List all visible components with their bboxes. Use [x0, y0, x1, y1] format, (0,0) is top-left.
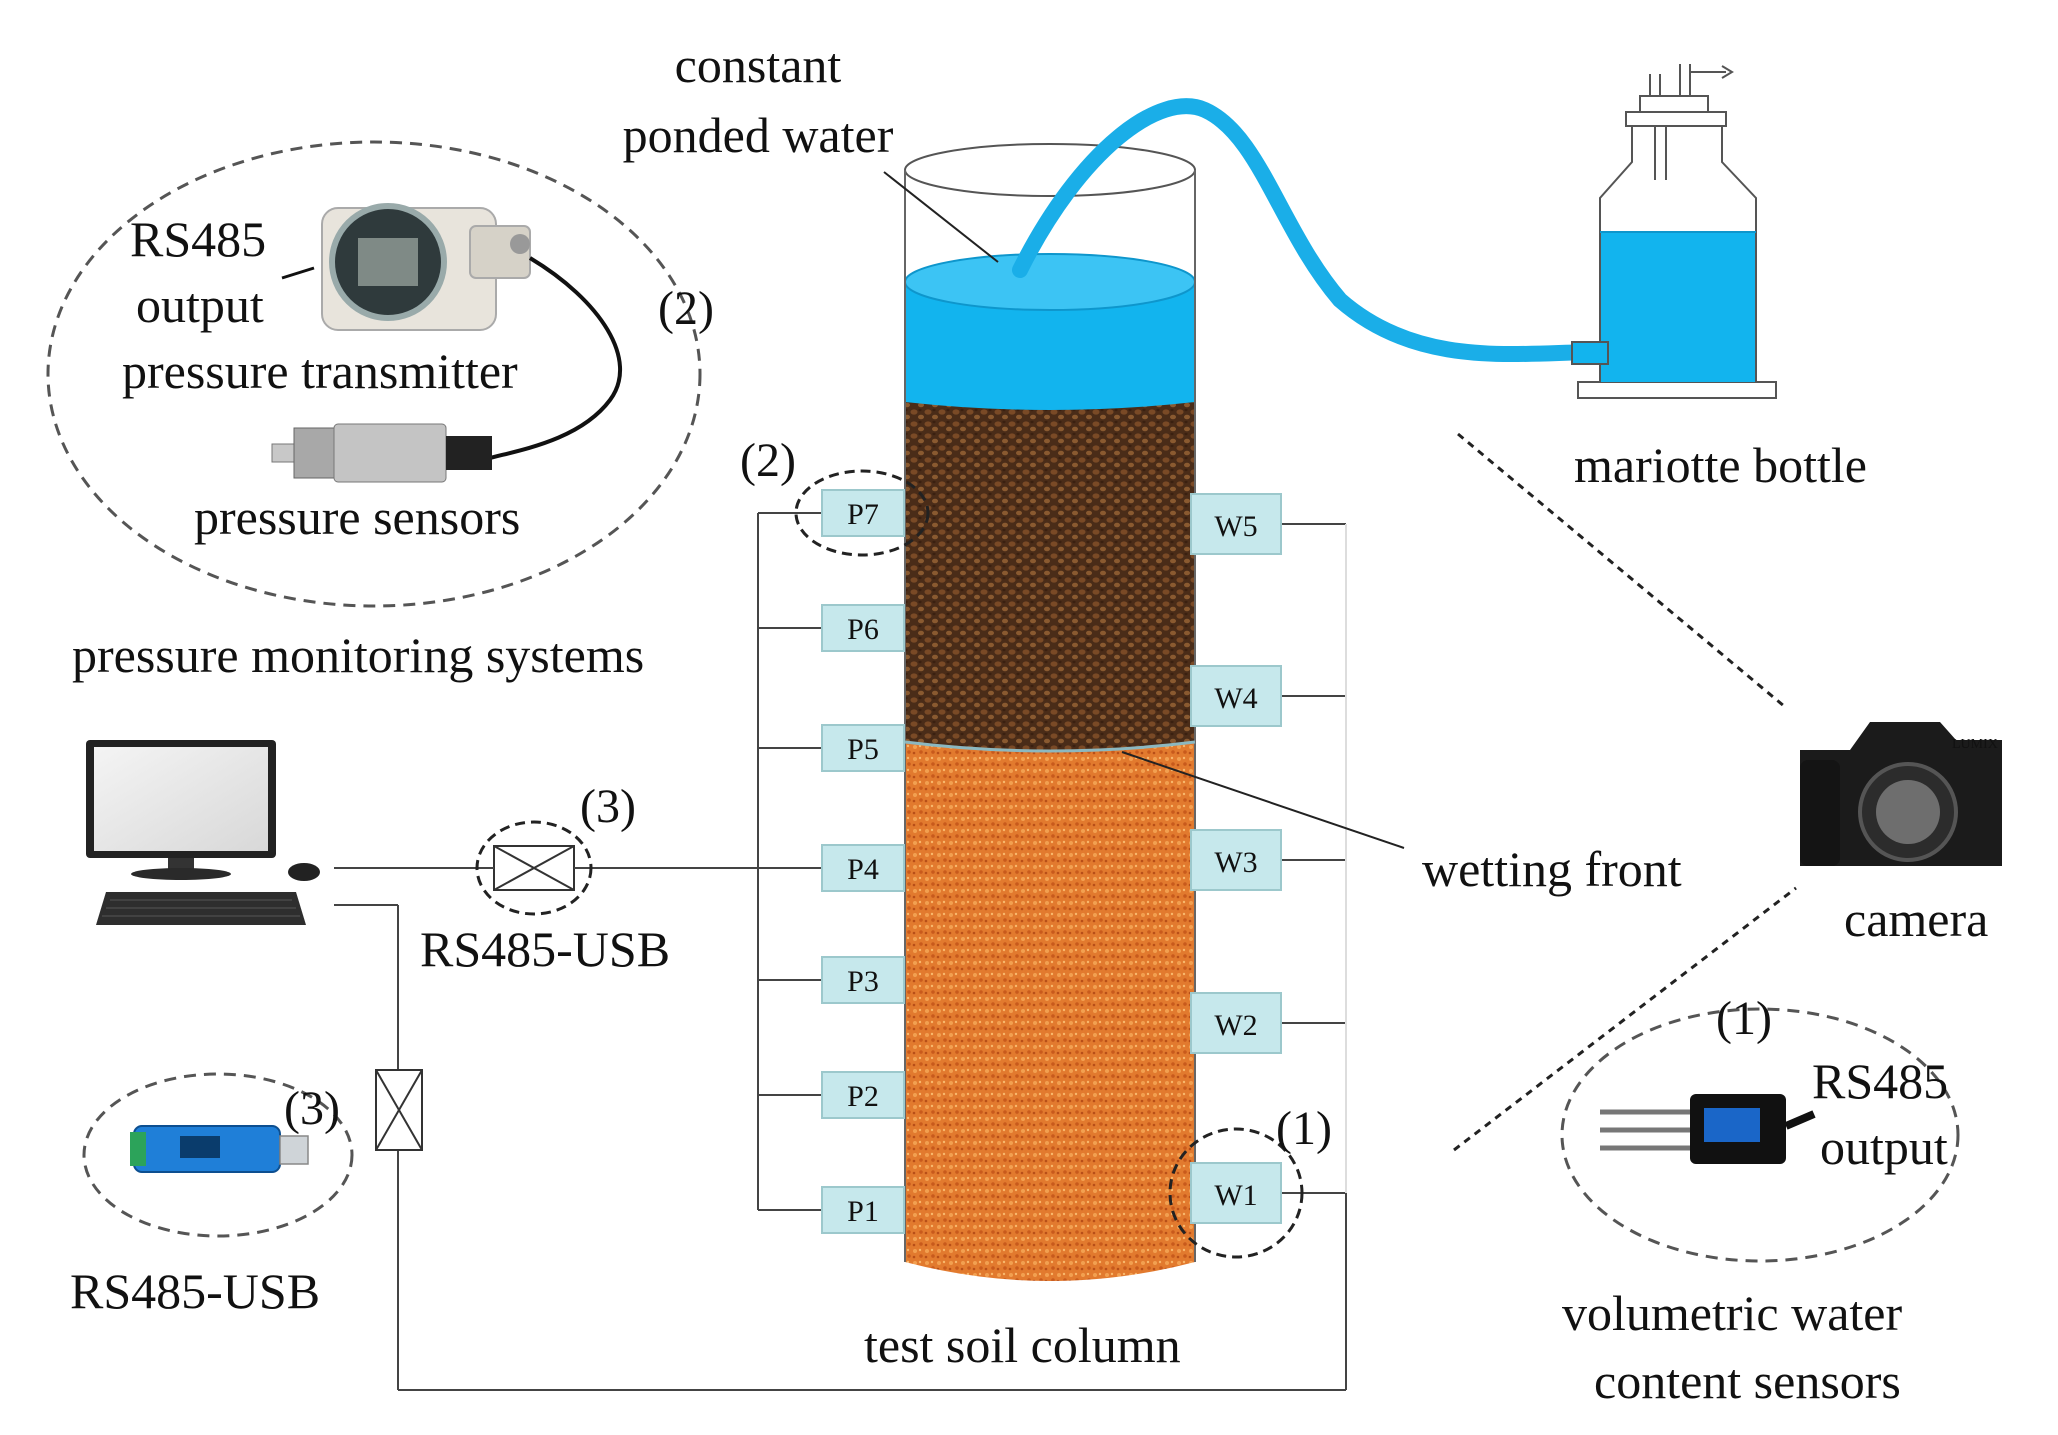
port-label-p7: P7	[847, 498, 879, 531]
p7-dashed-ring	[794, 469, 930, 557]
pressure-group-marker: (2)	[658, 282, 714, 335]
port-label-p1: P1	[847, 1195, 879, 1228]
pressure-sensor	[271, 423, 492, 483]
mariotte-label: mariotte bottle	[1574, 437, 1867, 493]
camera-label: camera	[1844, 891, 1988, 947]
rs485-usb-mid-label: RS485-USB	[420, 921, 670, 977]
rs485-top-line1: RS485	[130, 211, 266, 267]
pressure-port: P1	[821, 1186, 905, 1234]
pressure-bus	[590, 512, 822, 1211]
rs485-usb-left-label: RS485-USB	[70, 1263, 320, 1319]
w1-dashed-ring	[1168, 1127, 1304, 1259]
camera-brand: LUMIX	[1952, 737, 1998, 752]
port-label-w2: W2	[1214, 1009, 1257, 1042]
wetting-front-leader	[1121, 751, 1405, 849]
port-label-w1: W1	[1214, 1179, 1257, 1212]
vwc-label-line1: volumetric water	[1562, 1285, 1902, 1341]
pressure-port: P6	[821, 604, 905, 652]
pressure-port: P3	[821, 956, 905, 1004]
pressure-monitoring-label: pressure monitoring systems	[72, 627, 644, 683]
rs485-right-line2: output	[1820, 1119, 1948, 1175]
vwc-group-marker: (1)	[1716, 992, 1772, 1045]
pressure-port: P5	[821, 724, 905, 772]
port-label-w4: W4	[1214, 682, 1257, 715]
pressure-port: P7	[821, 489, 905, 537]
usb-mid-marker: (3)	[580, 780, 636, 833]
column-rim	[904, 143, 1196, 197]
wetting-front-label: wetting front	[1422, 841, 1682, 897]
moisture-port: W5	[1190, 493, 1282, 555]
dry-soil-layer	[905, 742, 1195, 1281]
moisture-port: W2	[1190, 992, 1282, 1054]
vwc-label-line2: content sensors	[1594, 1353, 1901, 1409]
port-label-p6: P6	[847, 613, 879, 646]
port-label-p3: P3	[847, 965, 879, 998]
port-label-p2: P2	[847, 1080, 879, 1113]
vwc-sensor	[1600, 1094, 1816, 1164]
p7-marker: (2)	[740, 434, 796, 487]
moisture-port: W4	[1190, 665, 1282, 727]
mariotte-bottle	[1571, 64, 1777, 399]
wet-soil-layer	[905, 402, 1195, 751]
constant-label-line2: ponded water	[623, 107, 894, 163]
rs485-right-line1: RS485	[1812, 1053, 1948, 1109]
usb-mid-dashed-ring	[475, 820, 593, 916]
computer	[86, 740, 320, 925]
camera: LUMIX	[1800, 722, 2002, 866]
moisture-port: W1	[1190, 1162, 1282, 1224]
camera-guide-top	[1457, 432, 1785, 708]
pressure-sensors-label: pressure sensors	[194, 489, 520, 545]
test-column-label: test soil column	[864, 1317, 1181, 1373]
soil-column	[904, 143, 1196, 1281]
usb-dongle	[130, 1125, 309, 1173]
port-label-w5: W5	[1214, 510, 1257, 543]
vwc-group-ring	[1560, 1007, 1960, 1263]
pressure-port: P2	[821, 1071, 905, 1119]
usb-left-marker: (3)	[284, 1082, 340, 1135]
port-label-p4: P4	[847, 853, 879, 886]
port-label-p5: P5	[847, 733, 879, 766]
rs485-top-line2: output	[136, 277, 264, 333]
moisture-port: W3	[1190, 829, 1282, 891]
pressure-port: P4	[821, 844, 905, 892]
transmitter-cable	[489, 256, 622, 460]
pressure-group-ring	[46, 140, 702, 608]
constant-label-line1: constant	[675, 37, 842, 93]
ponded-leader	[883, 171, 999, 263]
pressure-transmitter	[321, 203, 531, 331]
rs485-usb-converter-mid	[493, 845, 575, 891]
port-label-w3: W3	[1214, 846, 1257, 879]
usb-dongle-group	[82, 1072, 354, 1238]
rs485-usb-converter-left	[375, 1069, 423, 1151]
pressure-transmitter-label: pressure transmitter	[122, 343, 518, 399]
supply-tube	[1012, 98, 1608, 363]
w1-marker: (1)	[1276, 1102, 1332, 1155]
wetting-front-line	[904, 740, 1196, 753]
camera-guide-bottom	[1453, 886, 1797, 1152]
water-surface	[904, 253, 1196, 311]
